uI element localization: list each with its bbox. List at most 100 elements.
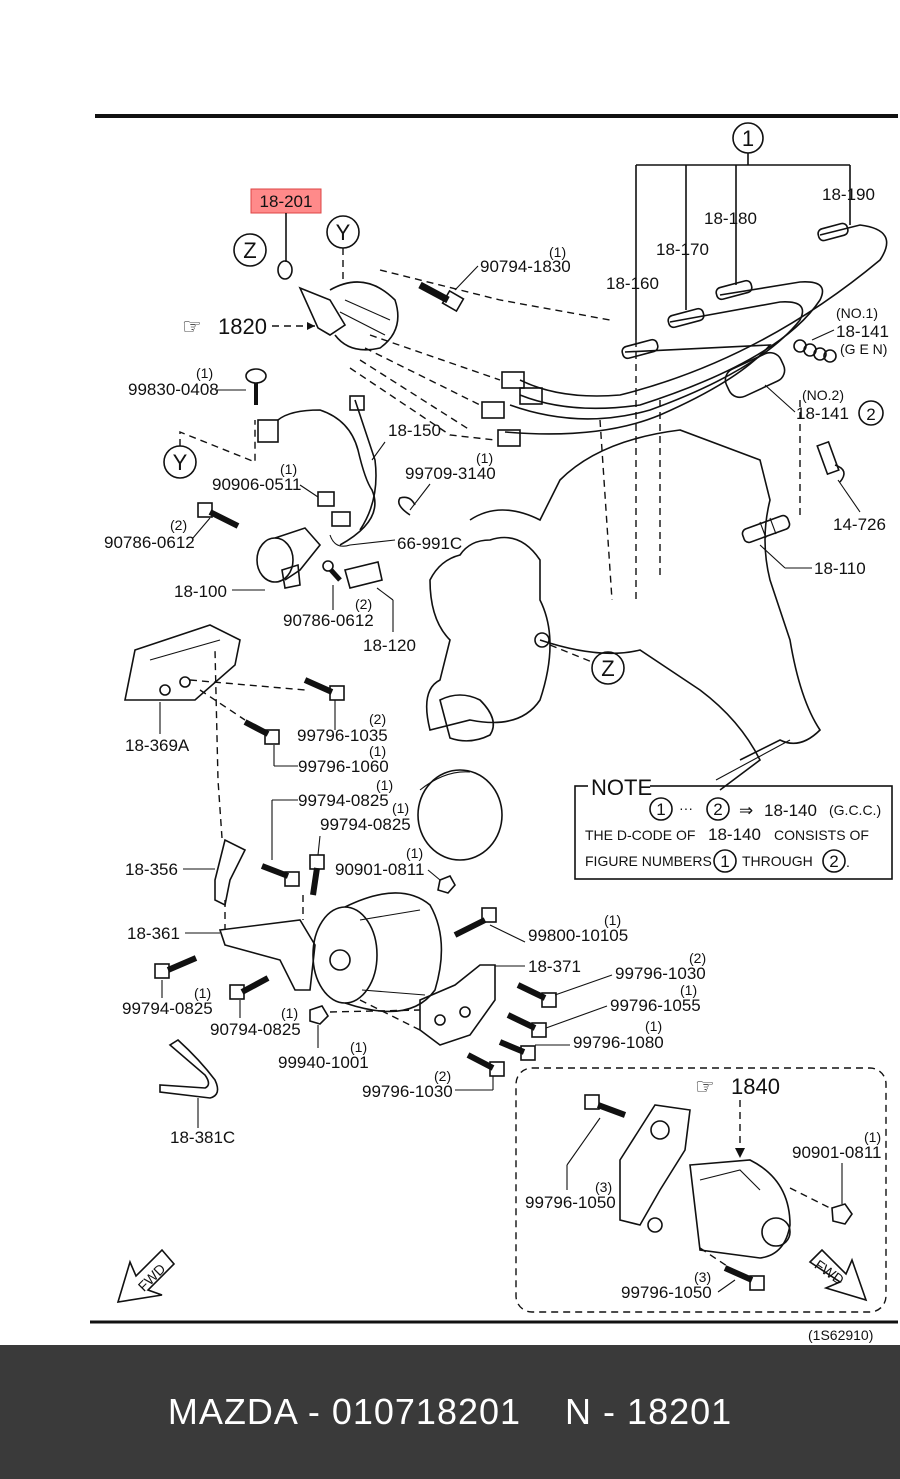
part-18-141-no2[interactable]: 18-141 xyxy=(796,404,849,423)
part-90794-0825[interactable]: 90794-0825 xyxy=(210,1020,301,1039)
part-14-726[interactable]: 14-726 xyxy=(833,515,886,534)
part-18-361[interactable]: 18-361 xyxy=(127,924,180,943)
part-99940-1001[interactable]: 99940-1001 xyxy=(278,1053,369,1072)
note-title: NOTE xyxy=(591,775,652,800)
part-18-110[interactable]: 18-110 xyxy=(814,559,866,578)
bolt-icon xyxy=(466,1052,505,1077)
svg-text:1: 1 xyxy=(720,852,729,871)
part-18-190[interactable]: 18-190 xyxy=(822,185,875,204)
part-99796-1060[interactable]: 99796-1060 xyxy=(298,757,389,776)
distributor-dashed-leaders xyxy=(349,269,611,441)
part-99709-3140[interactable]: 99709-3140 xyxy=(405,464,496,483)
engine-block-outline xyxy=(425,340,822,791)
part-66-991c[interactable]: 66-991C xyxy=(397,534,462,553)
part-99796-1080[interactable]: 99796-1080 xyxy=(573,1033,664,1052)
svg-text:CONSISTS OF: CONSISTS OF xyxy=(774,827,869,843)
drive-belt-icon xyxy=(159,1039,219,1099)
hand-pointer-icon: ☞ xyxy=(695,1074,715,1099)
callout-y-top-label: Y xyxy=(336,220,351,245)
part-18-369a[interactable]: 18-369A xyxy=(125,736,190,755)
svg-text:(NO.2): (NO.2) xyxy=(802,387,844,403)
part-18-381c[interactable]: 18-381C xyxy=(170,1128,235,1147)
part-99830-0408[interactable]: 99830-0408 xyxy=(128,380,219,399)
svg-text:FWD: FWD xyxy=(135,1260,169,1294)
callout-z-top xyxy=(233,233,267,267)
part-99796-1050-b[interactable]: 99796-1050 xyxy=(621,1283,712,1302)
arrow-1820-label: 1820 xyxy=(218,314,267,339)
svg-text:1: 1 xyxy=(656,800,665,819)
part-18-201-label[interactable]: 18-201 xyxy=(260,192,313,211)
bolt-icon xyxy=(516,982,557,1008)
part-18-170[interactable]: 18-170 xyxy=(656,240,709,259)
bolt-icon xyxy=(243,719,280,745)
svg-text:(G E N): (G E N) xyxy=(840,341,887,357)
diagram-canvas: 18-201 Z Y ☞ 1820 90794-1830 (1) 1 18-16… xyxy=(90,114,898,1343)
bolt-icon xyxy=(309,854,325,896)
callout-z-right-label: Z xyxy=(601,656,614,681)
part-18-356[interactable]: 18-356 xyxy=(125,860,178,879)
part-99794-0825-a[interactable]: 99794-0825 xyxy=(298,791,389,810)
svg-text:(1): (1) xyxy=(369,743,386,759)
footer-bar: MAZDA - 010718201 N - 18201 xyxy=(0,1345,900,1479)
footer-title: MAZDA - 010718201 N - 18201 xyxy=(167,1391,733,1432)
part-90786-0612-b[interactable]: 90786-0612 xyxy=(283,611,374,630)
part-99794-0825-c[interactable]: 99794-0825 xyxy=(122,999,213,1018)
callout-y-left-label: Y xyxy=(173,450,188,475)
part-90906-0511[interactable]: 90906-0511 xyxy=(212,475,302,494)
part-18-371[interactable]: 18-371 xyxy=(528,957,581,976)
svg-text:.: . xyxy=(846,854,850,870)
part-90786-0612-a[interactable]: 90786-0612 xyxy=(104,533,195,552)
part-90794-1830[interactable]: 90794-1830 xyxy=(480,257,571,276)
bolt-icon xyxy=(584,1094,627,1118)
part-18-180[interactable]: 18-180 xyxy=(704,209,757,228)
sleeve-icon xyxy=(724,351,786,399)
part-99794-0825-b[interactable]: 99794-0825 xyxy=(320,815,411,834)
bolt-icon xyxy=(197,502,240,529)
svg-text:(NO.1): (NO.1) xyxy=(836,305,878,321)
clamp-icon xyxy=(397,496,416,516)
bolt-icon xyxy=(498,1039,536,1061)
part-99800-10105[interactable]: 99800-10105 xyxy=(528,926,628,945)
part-90901-0811-a[interactable]: 90901-0811 xyxy=(335,860,425,879)
svg-text:18-140: 18-140 xyxy=(708,825,761,844)
svg-text:THE D-CODE OF: THE D-CODE OF xyxy=(585,827,695,843)
part-99796-1030-a[interactable]: 99796-1030 xyxy=(615,964,706,983)
note-part-18-140[interactable]: 18-140 xyxy=(764,801,817,820)
bracket-icon xyxy=(344,561,383,589)
part-99796-1050-a[interactable]: 99796-1050 xyxy=(525,1193,616,1212)
svg-text:(1): (1) xyxy=(864,1129,881,1145)
bolt-icon xyxy=(303,677,345,701)
bolt-icon xyxy=(506,1012,547,1038)
part-18-141-no1[interactable]: 18-141 xyxy=(836,322,889,341)
svg-text:(1): (1) xyxy=(196,365,213,381)
bracket-icon xyxy=(419,964,496,1046)
svg-text:(2): (2) xyxy=(434,1068,451,1084)
alternator-icon xyxy=(312,892,443,1013)
svg-text:⇒: ⇒ xyxy=(739,801,753,820)
part-18-150[interactable]: 18-150 xyxy=(388,421,441,440)
svg-text:FWD: FWD xyxy=(812,1256,847,1287)
part-18-160[interactable]: 18-160 xyxy=(606,274,659,293)
part-18-100[interactable]: 18-100 xyxy=(174,582,227,601)
svg-text:(1): (1) xyxy=(280,461,297,477)
svg-text:(1): (1) xyxy=(645,1018,662,1034)
svg-text:(2): (2) xyxy=(170,517,187,533)
highlight-box[interactable] xyxy=(250,188,322,214)
svg-text:(2): (2) xyxy=(355,596,372,612)
wire-harness-icon xyxy=(257,395,377,546)
part-99796-1030-b[interactable]: 99796-1030 xyxy=(362,1082,453,1101)
bolt-icon xyxy=(229,975,270,1000)
grommet-icon xyxy=(317,491,335,507)
part-18-120[interactable]: 18-120 xyxy=(363,636,416,655)
svg-text:2: 2 xyxy=(866,405,875,424)
svg-text:(1): (1) xyxy=(376,777,393,793)
callout-z-right xyxy=(591,651,625,685)
clip-icon xyxy=(793,339,837,363)
bolt-icon xyxy=(260,863,300,887)
part-99796-1055[interactable]: 99796-1055 xyxy=(610,996,701,1015)
svg-text:(1): (1) xyxy=(680,982,697,998)
part-90901-0811-b[interactable]: 90901-0811 xyxy=(792,1143,882,1162)
svg-text:(1): (1) xyxy=(476,450,493,466)
svg-text:(2): (2) xyxy=(369,711,386,727)
part-99796-1035[interactable]: 99796-1035 xyxy=(297,726,388,745)
